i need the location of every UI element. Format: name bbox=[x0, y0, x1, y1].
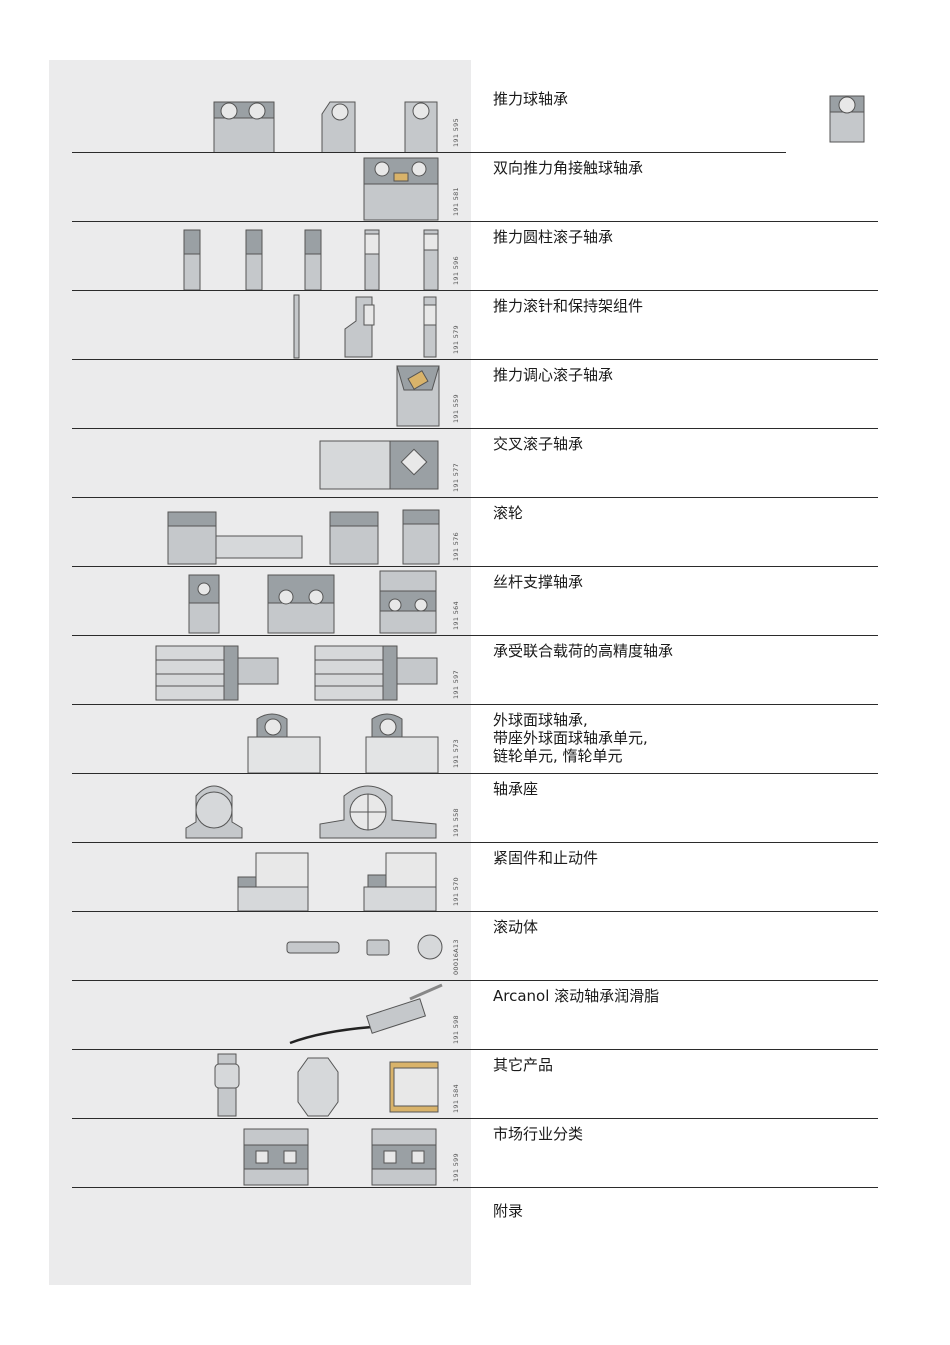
figure-code: 191 559 bbox=[452, 394, 460, 423]
figure-code: 191 573 bbox=[452, 739, 460, 768]
entry-label: 推力滚针和保持架组件 bbox=[493, 297, 644, 315]
thrust-cylindrical-roller-illustration bbox=[183, 229, 439, 291]
divider bbox=[72, 221, 878, 222]
entry-thrust-needle-cage[interactable]: 191 579 推力滚针和保持架组件 bbox=[72, 291, 878, 360]
divider bbox=[72, 566, 878, 567]
divider bbox=[72, 1049, 878, 1050]
divider bbox=[72, 497, 878, 498]
rolling-elements-illustration bbox=[286, 934, 443, 960]
figure-code: 191 564 bbox=[452, 601, 460, 630]
thrust-spherical-roller-illustration bbox=[396, 365, 440, 427]
figure-code: 191 595 bbox=[452, 118, 460, 147]
entry-combined-load[interactable]: 191 597 承受联合载荷的高精度轴承 bbox=[72, 636, 878, 705]
entry-housing[interactable]: 191 558 轴承座 bbox=[72, 774, 878, 843]
entry-label: 其它产品 bbox=[493, 1056, 554, 1074]
market-sectors-illustration bbox=[243, 1128, 437, 1186]
figure-code: 191 581 bbox=[452, 187, 460, 216]
thrust-ball-bearing-illustration bbox=[213, 101, 438, 153]
plummer-block-housing-illustration bbox=[185, 785, 437, 839]
entry-track-roller[interactable]: 191 576 滚轮 bbox=[72, 498, 878, 567]
entry-label: 轴承座 bbox=[493, 780, 539, 798]
double-direction-angular-contact-illustration bbox=[363, 157, 439, 221]
divider bbox=[72, 1118, 878, 1119]
figure-code: 191 558 bbox=[452, 808, 460, 837]
entry-crossed-roller[interactable]: 191 577 交叉滚子轴承 bbox=[72, 429, 878, 498]
divider bbox=[72, 290, 878, 291]
figure-code: 191 577 bbox=[452, 463, 460, 492]
entry-thrust-cylindrical-roller[interactable]: 191 596 推力圆柱滚子轴承 bbox=[72, 222, 878, 291]
entry-radial-insert-ball[interactable]: 191 573 外球面球轴承, 带座外球面球轴承单元, 链轮单元, 惰轮单元 bbox=[72, 705, 878, 774]
entry-fasteners[interactable]: 191 570 紧固件和止动件 bbox=[72, 843, 878, 912]
entry-label: 丝杆支撑轴承 bbox=[493, 573, 584, 591]
entry-label: 滚动体 bbox=[493, 918, 539, 936]
figure-code: 191 584 bbox=[452, 1084, 460, 1113]
entry-label: 滚轮 bbox=[493, 504, 524, 522]
grease-gun-illustration bbox=[289, 983, 443, 1045]
entry-rolling-elements[interactable]: 00016A13 滚动体 bbox=[72, 912, 878, 981]
entry-appendix[interactable]: 附录 bbox=[493, 1202, 524, 1220]
figure-code: 191 599 bbox=[452, 1153, 460, 1182]
entry-label: 双向推力角接触球轴承 bbox=[493, 159, 644, 177]
divider bbox=[72, 1187, 878, 1188]
entry-other-products[interactable]: 191 584 其它产品 bbox=[72, 1050, 878, 1119]
divider bbox=[72, 980, 878, 981]
entry-label: 承受联合载荷的高精度轴承 bbox=[493, 642, 674, 660]
divider bbox=[72, 359, 878, 360]
entry-screw-support[interactable]: 191 564 丝杆支撑轴承 bbox=[72, 567, 878, 636]
figure-code: 191 598 bbox=[452, 1015, 460, 1044]
entry-thrust-ball-bearing[interactable]: 191 595 推力球轴承 bbox=[72, 84, 878, 153]
divider bbox=[72, 152, 786, 153]
combined-load-bearing-illustration bbox=[155, 645, 438, 701]
entry-arcanol-grease[interactable]: 191 598 Arcanol 滚动轴承润滑脂 bbox=[72, 981, 878, 1050]
figure-code: 191 576 bbox=[452, 532, 460, 561]
thrust-needle-cage-illustration bbox=[293, 294, 437, 359]
other-products-illustration bbox=[214, 1053, 439, 1117]
entry-label: 市场行业分类 bbox=[493, 1125, 584, 1143]
entry-double-thrust-angular[interactable]: 191 581 双向推力角接触球轴承 bbox=[72, 153, 878, 222]
entry-label: 推力球轴承 bbox=[493, 90, 569, 108]
figure-code: 191 570 bbox=[452, 877, 460, 906]
figure-code: 191 597 bbox=[452, 670, 460, 699]
crossed-roller-illustration bbox=[319, 440, 439, 490]
entry-label: 推力圆柱滚子轴承 bbox=[493, 228, 614, 246]
figure-code: 191 579 bbox=[452, 325, 460, 354]
entry-label: 紧固件和止动件 bbox=[493, 849, 599, 867]
divider bbox=[72, 773, 878, 774]
track-roller-illustration bbox=[167, 509, 440, 565]
figure-code: 00016A13 bbox=[452, 939, 460, 975]
divider bbox=[72, 635, 878, 636]
entry-market-sectors[interactable]: 191 599 市场行业分类 bbox=[72, 1119, 878, 1188]
screw-drive-support-illustration bbox=[188, 570, 437, 634]
divider bbox=[72, 842, 878, 843]
divider bbox=[72, 911, 878, 912]
fasteners-illustration bbox=[237, 852, 437, 912]
entry-label: 外球面球轴承, 带座外球面球轴承单元, 链轮单元, 惰轮单元 bbox=[493, 711, 648, 765]
thrust-ball-bearing-icon bbox=[829, 95, 865, 143]
entry-label: 推力调心滚子轴承 bbox=[493, 366, 614, 384]
divider bbox=[72, 428, 878, 429]
divider bbox=[72, 704, 878, 705]
entry-label: 交叉滚子轴承 bbox=[493, 435, 584, 453]
entry-thrust-spherical-roller[interactable]: 191 559 推力调心滚子轴承 bbox=[72, 360, 878, 429]
figure-code: 191 596 bbox=[452, 256, 460, 285]
entry-label: Arcanol 滚动轴承润滑脂 bbox=[493, 987, 660, 1005]
radial-insert-ball-bearing-illustration bbox=[247, 713, 439, 774]
